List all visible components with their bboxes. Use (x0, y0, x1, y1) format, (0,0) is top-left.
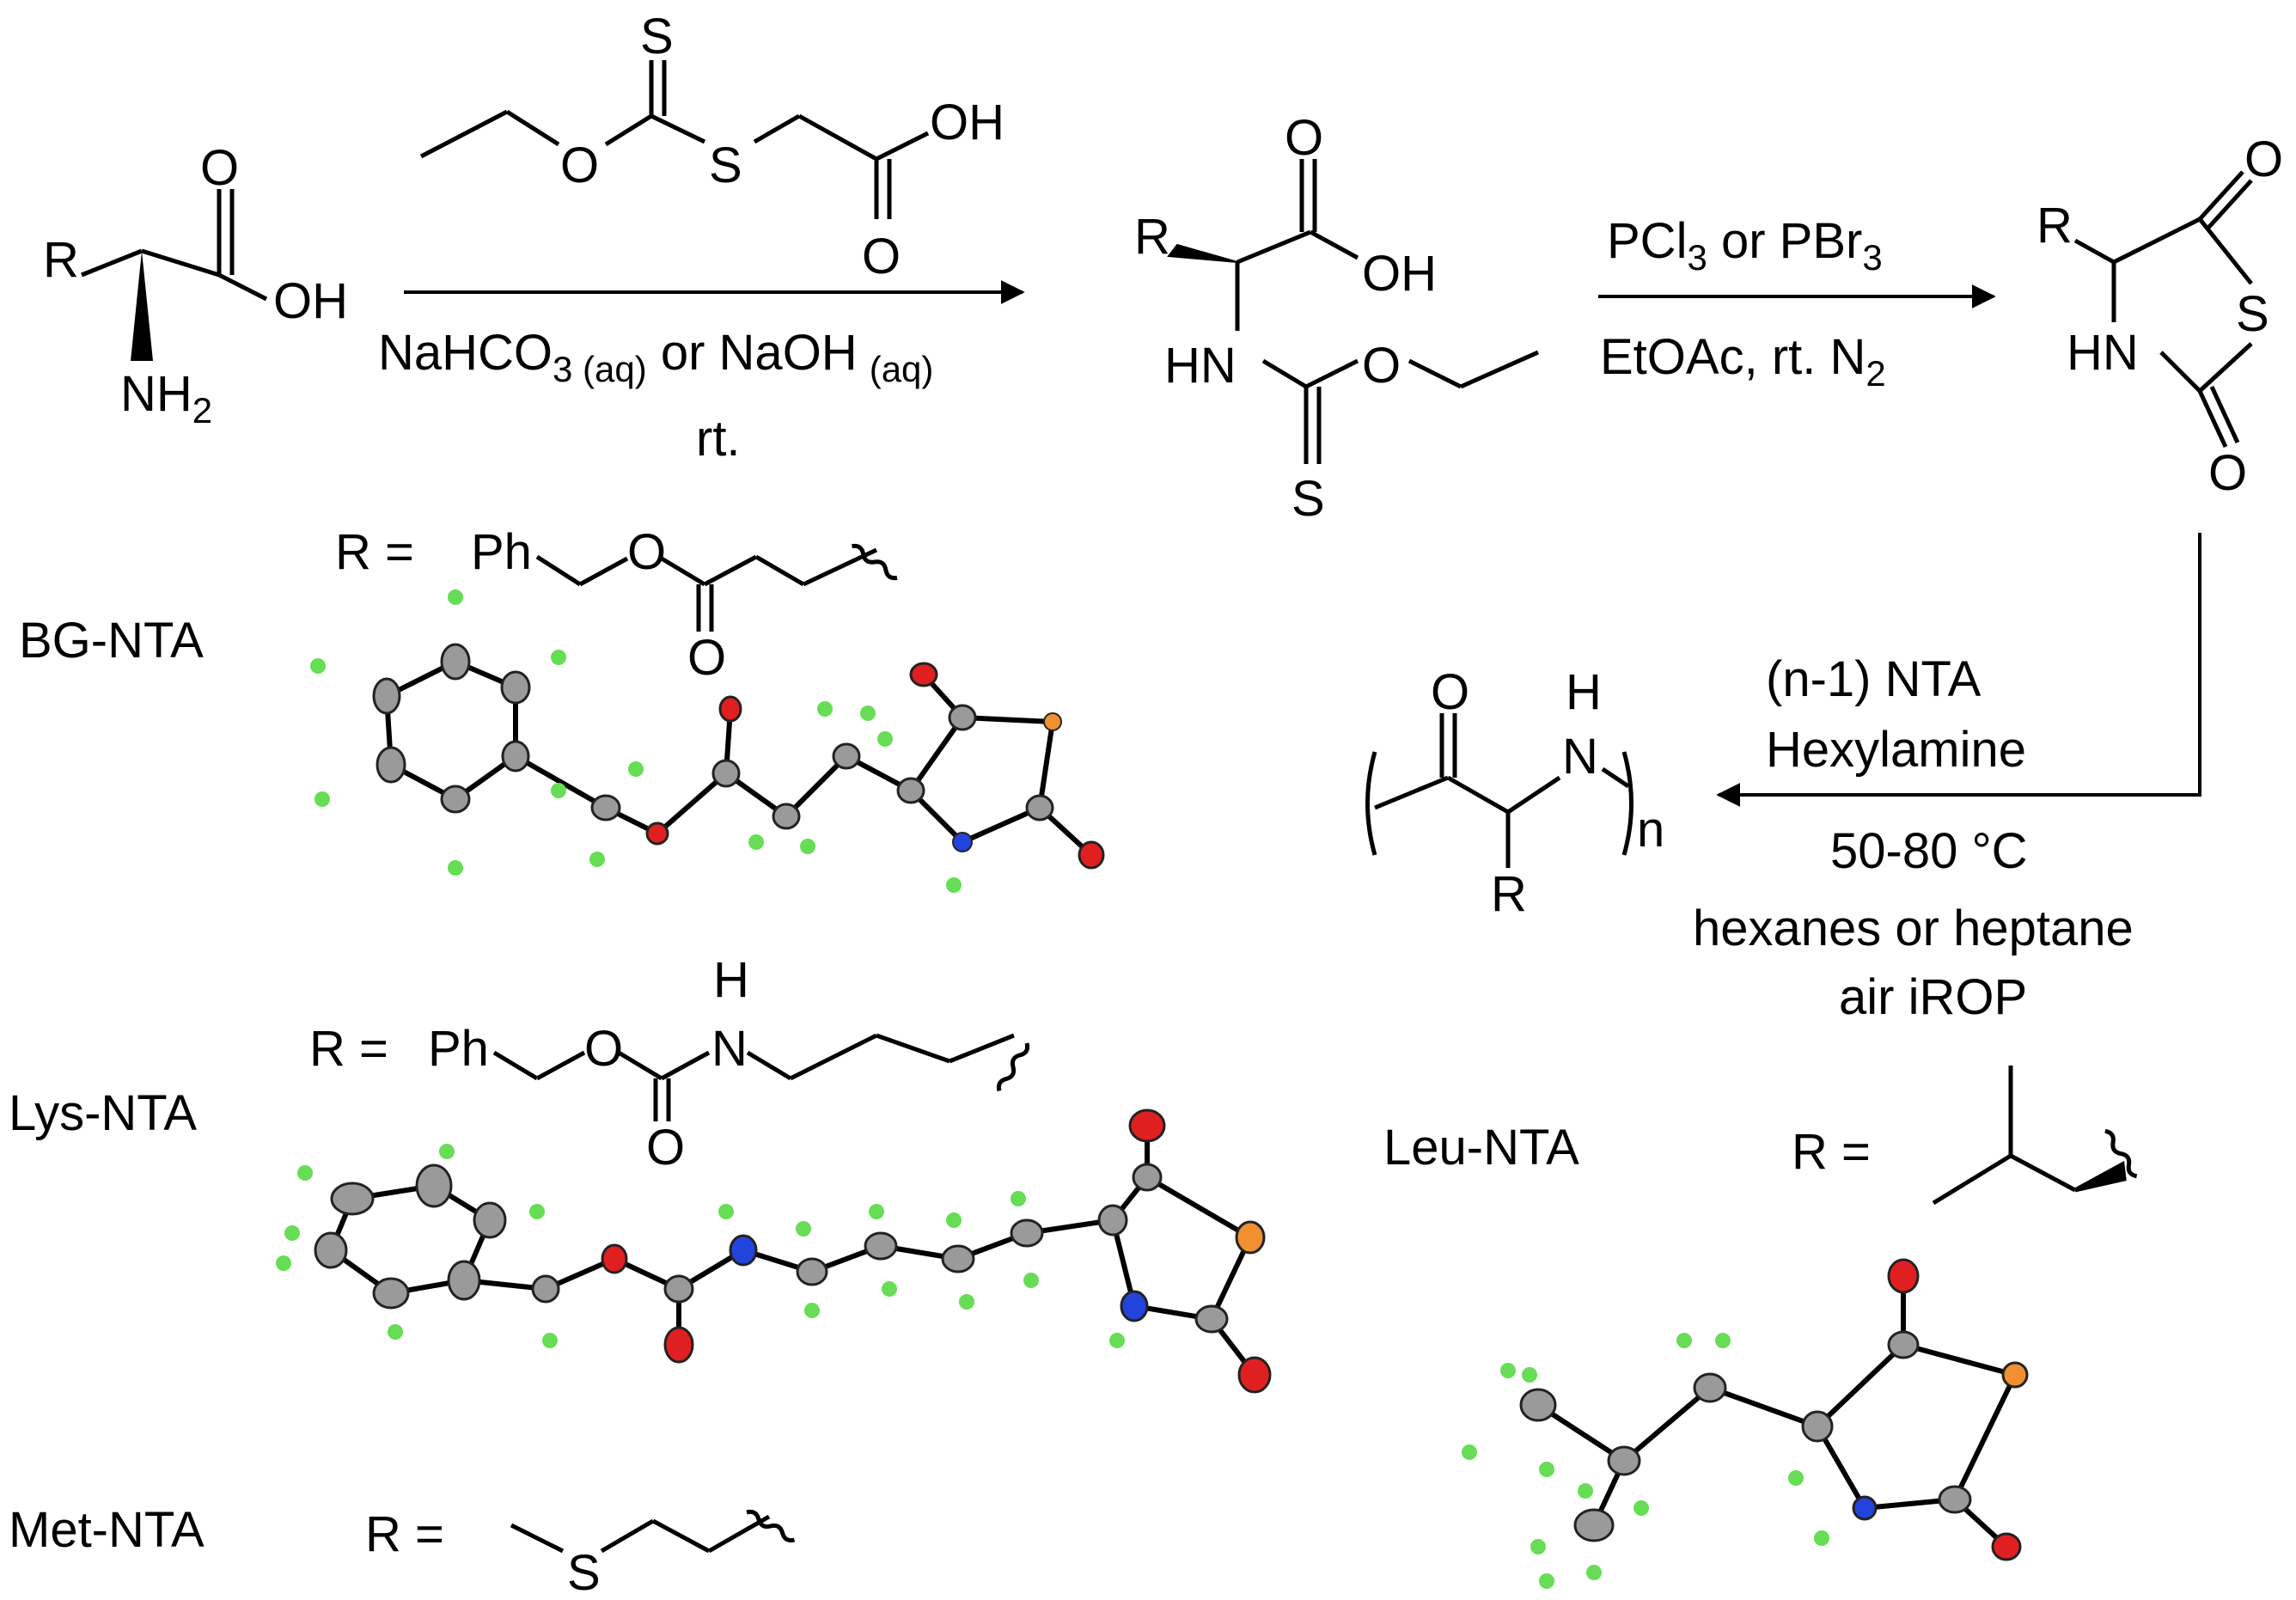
carbonyl-o-label: O (200, 140, 239, 196)
leu-crystal-structure (1462, 1258, 2029, 1589)
bg-nta-label: BG-NTA (19, 613, 204, 669)
bg-carbonyl-o-label: O (687, 630, 726, 686)
bg-ester-o-label: O (627, 524, 666, 580)
lys-r-equals: R = (309, 1021, 388, 1077)
nta-r-label: R (2036, 198, 2073, 253)
polymerization-line2: Hexylamine (1766, 722, 2026, 778)
xanthate-o-label: O (560, 137, 599, 193)
lys-h-label: H (713, 952, 749, 1008)
polymerization-line4: hexanes or heptane (1693, 901, 2134, 956)
polymerization-line5: air iROP (1839, 969, 2027, 1025)
polypeptide-repeat-index: n (1637, 802, 1664, 858)
step1-condition: rt. (696, 411, 741, 467)
r-label: R (43, 232, 79, 288)
xanthate-reagent-structure (419, 60, 930, 219)
xanthate-carbonyl-o-label: O (862, 229, 901, 284)
intermediate-s-label: S (1292, 471, 1325, 527)
met-nta-label: Met-NTA (9, 1502, 205, 1558)
lys-crystal-structure (276, 1108, 1272, 1394)
xanthate-oh-label: OH (930, 95, 1004, 150)
lys-nta-label: Lys-NTA (9, 1085, 197, 1141)
bg-r-equals: R = (335, 524, 414, 580)
polymerization-line3: 50-80 °C (1830, 823, 2028, 879)
xanthate-s-top-label: S (640, 9, 674, 64)
polymerization-line1: (n-1) NTA (1766, 651, 1982, 707)
bg-side-chain (535, 543, 898, 632)
nta-ring-structure (2073, 170, 2253, 449)
polypeptide-o-label: O (1431, 664, 1469, 720)
intermediate-hn-label: HN (1164, 338, 1237, 394)
amine-label: NH2 (120, 366, 212, 431)
polypeptide-structure (1365, 713, 1633, 868)
leu-nta-label: Leu-NTA (1383, 1120, 1579, 1176)
met-r-equals: R = (365, 1506, 444, 1562)
polymerization-arrow (1716, 533, 2201, 807)
bg-crystal-structure (310, 589, 1105, 893)
nta-hn-label: HN (2067, 325, 2139, 381)
nta-s-label: S (2236, 286, 2269, 342)
amino-acid-structure (81, 189, 268, 361)
intermediate-structure (1167, 159, 1540, 464)
lys-ph-label: Ph (428, 1021, 489, 1077)
lys-n-label: N (711, 1021, 748, 1077)
lys-ester-o-label: O (584, 1021, 623, 1077)
leu-side-chain (1932, 1066, 2138, 1206)
step2-solvent: EtOAc, rt. N2 (1600, 329, 1886, 394)
nta-bottom-o-label: O (2208, 445, 2247, 501)
bg-ph-label: Ph (471, 524, 532, 580)
xanthate-s-label: S (709, 137, 742, 193)
met-s-label: S (567, 1545, 601, 1600)
polypeptide-h-label: H (1566, 664, 1602, 720)
step2-reagents: PCl3 or PBr3 (1607, 213, 1883, 278)
met-side-chain (510, 1509, 796, 1554)
intermediate-r-label: R (1134, 209, 1170, 265)
intermediate-o-label: O (1362, 338, 1401, 394)
lys-side-chain (492, 1033, 1030, 1121)
nta-top-o-label: O (2244, 131, 2283, 187)
hydroxyl-label: OH (273, 273, 348, 329)
step1-reagents: NaHCO3 (aq) or NaOH(aq) (378, 325, 933, 389)
intermediate-carbonyl-o-label: O (1285, 110, 1323, 166)
lys-carbonyl-o-label: O (646, 1120, 685, 1176)
leu-r-equals: R = (1792, 1124, 1871, 1180)
polypeptide-r-label: R (1491, 866, 1527, 922)
intermediate-oh-label: OH (1362, 246, 1437, 302)
polypeptide-n-label: N (1562, 729, 1598, 785)
